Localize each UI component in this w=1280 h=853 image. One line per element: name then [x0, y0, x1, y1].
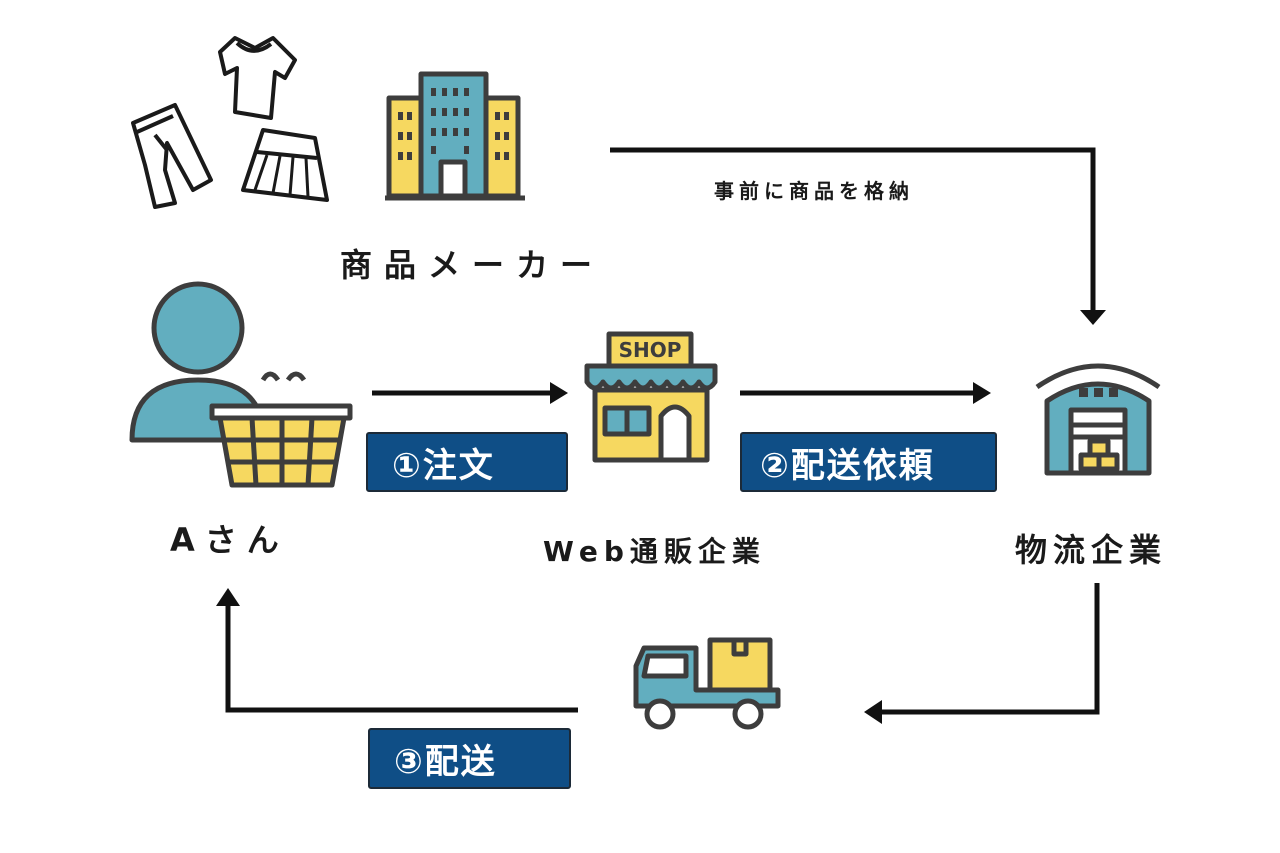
office-building-icon — [385, 71, 525, 201]
warehouse-icon — [1035, 363, 1161, 476]
logistics-to-truck-arrow — [880, 583, 1100, 715]
storage-note: 事前に商品を格納 — [714, 179, 914, 203]
arrowhead-right — [973, 382, 991, 404]
storage-arrow — [610, 147, 1096, 312]
arrowhead-left — [864, 700, 882, 724]
delivery-arrow — [225, 605, 578, 713]
arrowhead-up — [216, 588, 240, 606]
shop-icon: SHOP — [584, 331, 718, 463]
arrowhead-right — [550, 382, 568, 404]
step2-delivery-request-badge: ②配送依頼 — [740, 432, 997, 492]
arrowhead-down — [1080, 310, 1106, 325]
step3-delivery-badge: ③配送 — [368, 728, 571, 789]
maker-label: 商品メーカー — [340, 246, 605, 284]
shop-label: Web通販企業 — [543, 535, 766, 568]
customer-label: Aさん — [170, 521, 289, 559]
logistics-label: 物流企業 — [1015, 531, 1168, 569]
clothing-icon — [131, 36, 329, 209]
step1-order-badge: ①注文 — [366, 432, 568, 492]
person-with-basket-icon — [129, 281, 353, 488]
delivery-truck-icon — [633, 637, 781, 730]
shop-sign: SHOP — [619, 338, 682, 362]
